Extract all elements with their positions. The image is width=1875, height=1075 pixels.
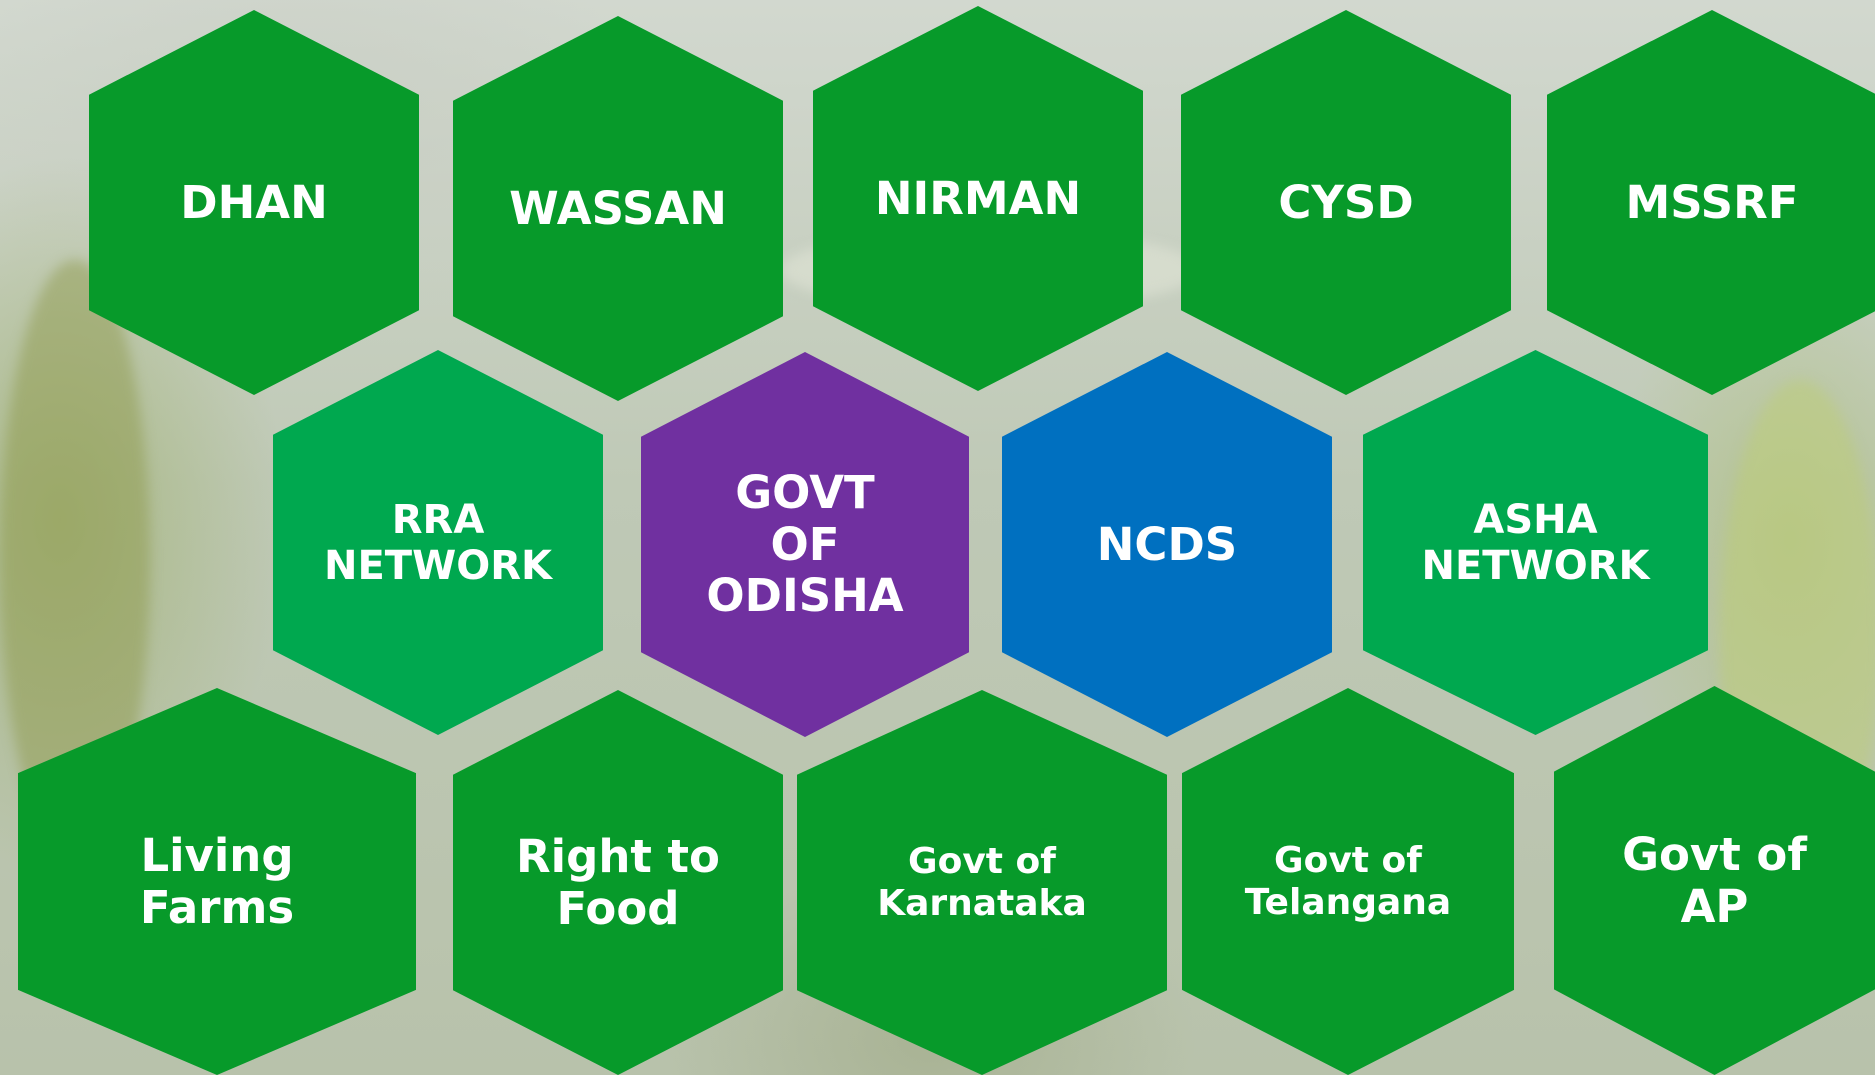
hex-govt-of-karnataka-label-line2: Karnataka bbox=[877, 882, 1087, 924]
hex-wassan-label: WASSAN bbox=[509, 181, 727, 235]
hex-rra-network: RRA NETWORK bbox=[273, 350, 603, 735]
hex-mssrf: MSSRF bbox=[1547, 10, 1875, 395]
hex-right-to-food-label-line2: Food bbox=[556, 881, 680, 935]
hex-govt-of-telangana: Govt of Telangana bbox=[1182, 688, 1514, 1075]
hex-dhan-label: DHAN bbox=[180, 175, 328, 229]
hex-govt-of-odisha-label-line2: OF bbox=[770, 517, 840, 571]
hex-right-to-food: Right to Food bbox=[453, 690, 783, 1075]
hex-govt-of-telangana-label-line2: Telangana bbox=[1244, 881, 1452, 923]
hex-mssrf-label: MSSRF bbox=[1625, 175, 1799, 229]
hex-ncds: NCDS bbox=[1002, 352, 1332, 737]
hex-govt-of-ap: Govt of AP bbox=[1554, 686, 1875, 1075]
hex-cysd: CYSD bbox=[1181, 10, 1511, 395]
hex-living-farms-label-line2: Farms bbox=[139, 880, 295, 934]
hex-asha-network: ASHA NETWORK bbox=[1363, 350, 1708, 735]
hex-rra-network-label-line1: RRA bbox=[391, 496, 485, 543]
hex-living-farms-label-line1: Living bbox=[140, 828, 294, 882]
hex-govt-of-ap-label-line1: Govt of bbox=[1622, 827, 1807, 881]
hex-govt-of-karnataka: Govt of Karnataka bbox=[797, 690, 1167, 1075]
hex-govt-of-karnataka-label-line1: Govt of bbox=[908, 841, 1056, 883]
hex-dhan: DHAN bbox=[89, 10, 419, 395]
hex-cysd-label: CYSD bbox=[1278, 175, 1414, 229]
hex-nirman: NIRMAN bbox=[813, 6, 1143, 391]
hex-wassan: WASSAN bbox=[453, 16, 783, 401]
hex-living-farms: Living Farms bbox=[18, 688, 416, 1075]
hex-asha-network-label-line2: NETWORK bbox=[1421, 542, 1650, 589]
hex-govt-of-telangana-label-line1: Govt of bbox=[1274, 840, 1422, 882]
hex-govt-of-odisha-label-line1: GOVT bbox=[735, 465, 875, 519]
hex-right-to-food-label-line1: Right to bbox=[516, 829, 720, 883]
hex-nirman-label: NIRMAN bbox=[874, 171, 1082, 225]
hex-ncds-label: NCDS bbox=[1096, 517, 1238, 571]
hex-rra-network-label-line2: NETWORK bbox=[323, 542, 552, 589]
hex-asha-network-label-line1: ASHA bbox=[1473, 496, 1598, 543]
hex-govt-of-odisha-label-line3: ODISHA bbox=[706, 569, 904, 623]
hex-govt-of-odisha: GOVT OF ODISHA bbox=[641, 352, 969, 737]
hex-govt-of-ap-label-line2: AP bbox=[1680, 879, 1749, 933]
